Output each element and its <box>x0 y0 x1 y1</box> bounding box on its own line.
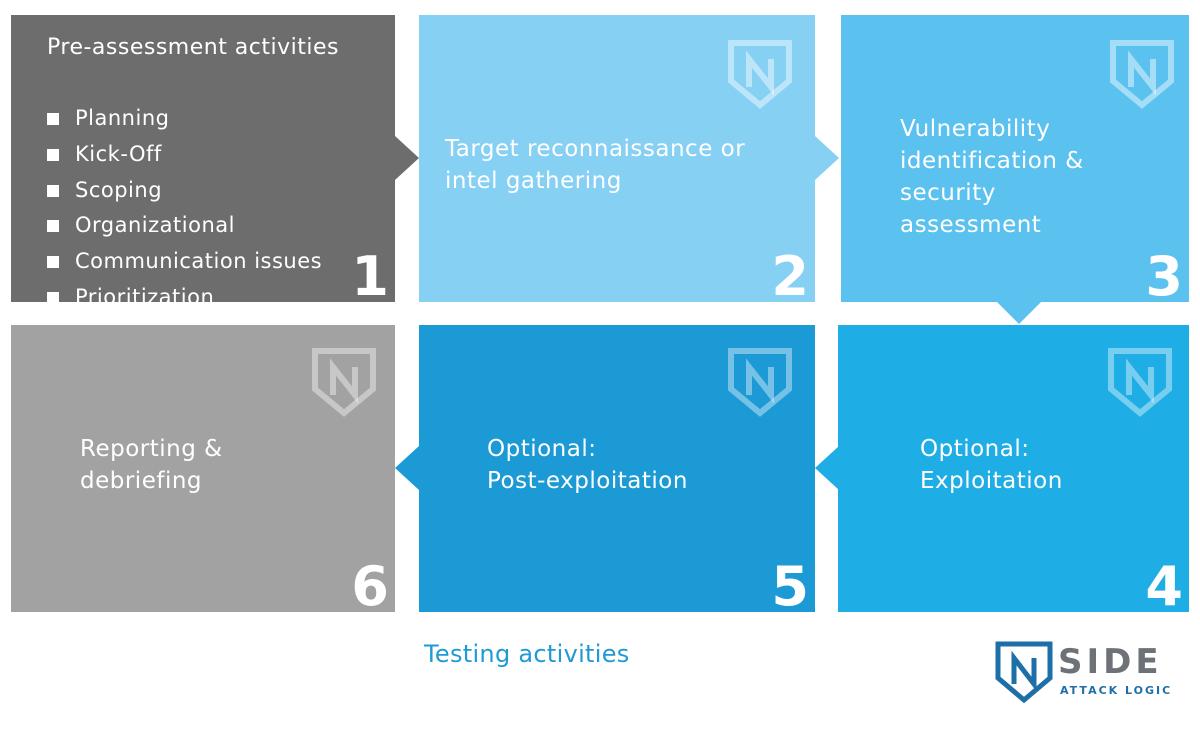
bullet-icon <box>47 220 59 233</box>
bullet-icon <box>47 256 59 269</box>
bullet-icon <box>47 148 59 161</box>
list-item: Planning <box>47 101 322 137</box>
step-5-number: 5 <box>771 555 809 618</box>
step-1-box: Pre-assessment activities Planning Kick-… <box>11 15 395 309</box>
step-2-label: Target reconnaissance or intel gathering <box>445 136 746 194</box>
step-4-number: 4 <box>1145 555 1183 618</box>
step-5-box: Optional: Post-exploitation 5 <box>419 325 815 618</box>
bullet-icon <box>47 184 59 197</box>
step-6-number: 6 <box>351 555 389 618</box>
step-6-label: Reporting & debriefing <box>80 436 223 494</box>
step-3-number: 3 <box>1145 245 1183 308</box>
step-6-box: Reporting & debriefing 6 <box>11 325 395 618</box>
step-1-title: Pre-assessment activities <box>47 35 339 60</box>
nside-shield-logo <box>995 641 1053 704</box>
list-item: Kick-Off <box>47 137 322 173</box>
step-4-box: Optional: Exploitation 4 <box>838 325 1189 618</box>
logo-wordmark: SIDE <box>1058 642 1163 682</box>
step-4-label: Optional: Exploitation <box>920 436 1063 494</box>
nside-shield-icon <box>1108 348 1172 417</box>
nside-shield-icon <box>728 348 792 417</box>
nside-shield-icon <box>728 40 792 109</box>
nside-shield-icon <box>1110 40 1174 109</box>
list-item: Scoping <box>47 173 322 209</box>
arrow-right-icon <box>395 136 419 180</box>
step-3-box: Vulnerability identification & security … <box>841 15 1189 308</box>
arrow-left-icon <box>395 446 419 490</box>
bullet-icon <box>47 113 59 125</box>
nside-shield-icon <box>312 348 376 417</box>
step-3-label: Vulnerability identification & security … <box>900 116 1084 238</box>
logo-tagline: ATTACK LOGIC <box>1060 684 1173 697</box>
step-2-box: Target reconnaissance or intel gathering… <box>419 15 815 308</box>
diagram-caption: Testing activities <box>424 640 630 668</box>
nside-logo: SIDE ATTACK LOGIC <box>994 640 1194 706</box>
list-item: Organizational <box>47 208 322 244</box>
arrow-left-icon <box>815 446 839 490</box>
step-5-label: Optional: Post-exploitation <box>487 436 688 494</box>
list-item: Prioritization <box>47 280 322 316</box>
step-1-number: 1 <box>351 245 389 308</box>
arrow-down-icon <box>997 302 1041 324</box>
arrow-right-icon <box>815 136 839 180</box>
list-item: Communication issues <box>47 244 322 280</box>
step-1-list: Planning Kick-Off Scoping Organizational… <box>47 101 322 316</box>
bullet-icon <box>47 291 59 304</box>
step-2-number: 2 <box>771 245 809 308</box>
